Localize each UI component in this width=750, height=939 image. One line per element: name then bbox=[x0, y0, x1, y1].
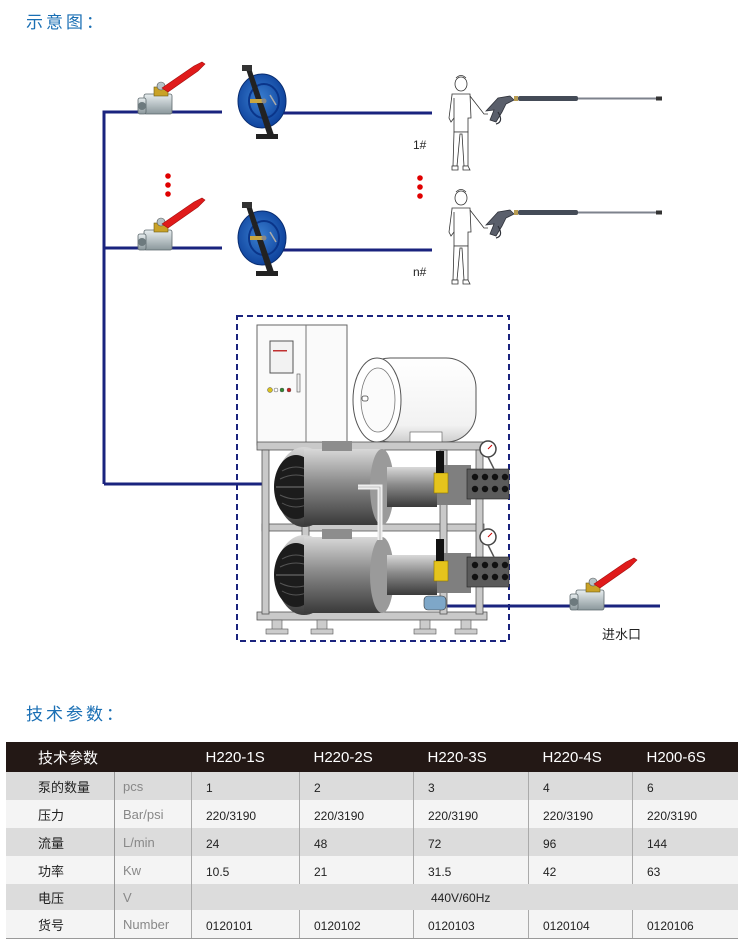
ball-valve-icon-branch-n bbox=[137, 197, 206, 251]
param-value: 220/3190 bbox=[299, 800, 414, 828]
param-value: 31.5 bbox=[413, 856, 529, 884]
diagram-section-title: 示意图： bbox=[26, 13, 106, 33]
param-value: 144 bbox=[632, 828, 738, 856]
param-value: 0120101 bbox=[191, 910, 300, 939]
inlet-filter-icon bbox=[423, 595, 447, 611]
system-diagram bbox=[102, 61, 663, 642]
param-name: 电压 bbox=[6, 884, 115, 910]
param-value: 48 bbox=[299, 828, 414, 856]
model-header: H220-2S bbox=[299, 742, 414, 772]
operator-spray-gun-icon-1 bbox=[448, 74, 663, 171]
water-tank-icon bbox=[352, 357, 477, 443]
ellipsis-dots-right bbox=[417, 175, 423, 199]
table-row: 流量 L/min 24 48 72 96 144 bbox=[6, 828, 738, 856]
param-name: 功率 bbox=[6, 856, 115, 884]
spec-table-header: 技术参数 H220-1S H220-2S H220-3S H220-4S H20… bbox=[6, 742, 738, 772]
table-row: 电压 V 440V/60Hz bbox=[6, 884, 738, 910]
specs-section-title: 技术参数： bbox=[26, 705, 126, 725]
branch-label-1: 1# bbox=[413, 138, 427, 152]
param-value: 24 bbox=[191, 828, 300, 856]
param-name: 流量 bbox=[6, 828, 115, 856]
pump-motor-icon-lower bbox=[273, 528, 510, 616]
param-value: 21 bbox=[299, 856, 414, 884]
table-row: 压力 Bar/psi 220/3190 220/3190 220/3190 22… bbox=[6, 800, 738, 828]
param-value: 6 bbox=[632, 772, 738, 800]
ball-valve-icon-branch-1 bbox=[137, 61, 206, 115]
hose-reel-icon-branch-n bbox=[237, 201, 287, 277]
param-value: 10.5 bbox=[191, 856, 300, 884]
param-value: 220/3190 bbox=[191, 800, 300, 828]
param-value: 0120103 bbox=[413, 910, 529, 939]
model-header: H200-6S bbox=[632, 742, 738, 772]
param-value: 72 bbox=[413, 828, 529, 856]
param-value: 1 bbox=[191, 772, 300, 800]
param-value: 4 bbox=[528, 772, 633, 800]
inlet-label: 进水口 bbox=[602, 628, 642, 643]
param-value: 220/3190 bbox=[413, 800, 529, 828]
spec-table: 技术参数 H220-1S H220-2S H220-3S H220-4S H20… bbox=[6, 742, 738, 939]
param-name: 泵的数量 bbox=[6, 772, 115, 800]
ball-valve-icon-inlet bbox=[569, 557, 638, 611]
ellipsis-dots-left bbox=[165, 173, 171, 197]
param-unit: pcs bbox=[114, 772, 192, 800]
param-value: 96 bbox=[528, 828, 633, 856]
param-value: 42 bbox=[528, 856, 633, 884]
param-unit: Number bbox=[114, 910, 192, 939]
param-value: 220/3190 bbox=[528, 800, 633, 828]
operator-spray-gun-icon-n bbox=[448, 188, 663, 285]
param-unit: Bar/psi bbox=[114, 800, 192, 828]
param-name: 压力 bbox=[6, 800, 115, 828]
param-value: 220/3190 bbox=[632, 800, 738, 828]
pump-motor-icon-upper bbox=[273, 440, 510, 528]
hose-reel-icon-branch-1 bbox=[237, 64, 287, 140]
control-cabinet-icon bbox=[256, 324, 348, 446]
table-row: 功率 Kw 10.5 21 31.5 42 63 bbox=[6, 856, 738, 884]
skid-frame bbox=[256, 441, 488, 621]
table-row: 货号 Number 0120101 0120102 0120103 012010… bbox=[6, 910, 738, 939]
leveling-feet bbox=[265, 619, 478, 635]
param-name: 货号 bbox=[6, 910, 115, 939]
model-header: H220-4S bbox=[528, 742, 633, 772]
branch-label-n: n# bbox=[413, 265, 427, 279]
param-value: 0120102 bbox=[299, 910, 414, 939]
model-header: H220-1S bbox=[191, 742, 300, 772]
param-value: 0120106 bbox=[632, 910, 738, 939]
param-value: 0120104 bbox=[528, 910, 633, 939]
param-unit: Kw bbox=[114, 856, 192, 884]
param-unit: V bbox=[114, 884, 192, 910]
model-header: H220-3S bbox=[413, 742, 529, 772]
table-row: 泵的数量 pcs 1 2 3 4 6 bbox=[6, 772, 738, 800]
param-value: 63 bbox=[632, 856, 738, 884]
param-value: 3 bbox=[413, 772, 529, 800]
param-value-merged: 440V/60Hz bbox=[191, 884, 738, 910]
param-value: 2 bbox=[299, 772, 414, 800]
param-unit: L/min bbox=[114, 828, 192, 856]
spec-header-label: 技术参数 bbox=[6, 742, 192, 772]
main-riser-pipe bbox=[102, 110, 222, 484]
